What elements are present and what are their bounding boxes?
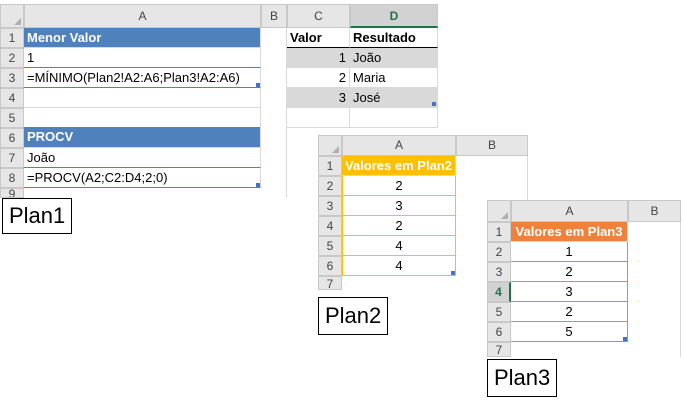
plan2-cell-a1[interactable]: Valores em Plan2	[342, 156, 456, 176]
plan1-row-header-4[interactable]: 4	[0, 88, 24, 108]
plan2-cell-a3[interactable]: 3	[342, 196, 456, 216]
plan1-row-header-7[interactable]: 7	[0, 148, 24, 168]
plan3-cell-b-column[interactable]	[628, 222, 681, 357]
plan3-cell-a2[interactable]: 1	[511, 242, 628, 262]
plan1-cell-d1[interactable]: Resultado	[350, 28, 438, 48]
plan3-col-header-b[interactable]: B	[628, 200, 681, 222]
plan2-row-header-5[interactable]: 5	[318, 236, 342, 256]
plan2-row-header-4[interactable]: 4	[318, 216, 342, 236]
plan3-row-header-7[interactable]: 7	[487, 342, 511, 357]
plan1-row-header-5[interactable]: 5	[0, 108, 24, 128]
plan1-cell-a3[interactable]: =MÍNIMO(Plan2!A2:A6;Plan3!A2:A6)	[24, 68, 261, 88]
plan1-cell-d3[interactable]: Maria	[350, 68, 438, 88]
plan1-row-header-6[interactable]: 6	[0, 128, 24, 148]
plan1-cell-c3[interactable]: 2	[287, 68, 350, 88]
plan3-select-all-corner[interactable]	[487, 200, 511, 222]
plan2-table-resize-handle[interactable]	[451, 271, 455, 275]
plan2-row-header-2[interactable]: 2	[318, 176, 342, 196]
plan1-col-header-d[interactable]: D	[350, 4, 438, 28]
plan1-table2-resize-handle[interactable]	[256, 183, 260, 187]
plan1-cell-a2[interactable]: 1	[24, 48, 261, 68]
plan1-cell-d5[interactable]	[350, 108, 438, 128]
plan2-select-all-corner[interactable]	[318, 135, 342, 156]
plan3-row-header-2[interactable]: 2	[487, 242, 511, 262]
plan3-row-header-4[interactable]: 4	[487, 282, 511, 302]
plan3-cell-a5[interactable]: 2	[511, 302, 628, 322]
plan1-cell-d4[interactable]: José	[350, 88, 438, 108]
plan1-label: Plan1	[2, 198, 73, 234]
plan1-cell-c5[interactable]	[287, 108, 350, 128]
plan1-row-header-1[interactable]: 1	[0, 28, 24, 48]
plan2-row-header-7[interactable]: 7	[318, 276, 342, 290]
plan1-select-all-corner[interactable]	[0, 4, 24, 28]
plan1-cd-table-resize-handle[interactable]	[432, 102, 436, 106]
plan3-cell-a4[interactable]: 3	[511, 282, 628, 302]
plan1-cell-a7[interactable]: João	[24, 148, 261, 168]
plan1-col-header-a[interactable]: A	[24, 4, 261, 28]
plan1-cell-a5[interactable]	[24, 108, 261, 128]
plan1-cell-b-column[interactable]	[261, 28, 287, 198]
plan1-cell-a6[interactable]: PROCV	[24, 127, 261, 148]
plan2-row-header-6[interactable]: 6	[318, 256, 342, 276]
plan1-cell-a4[interactable]	[24, 88, 261, 108]
plan3-cell-a6[interactable]: 5	[511, 322, 628, 342]
plan1-row-header-8[interactable]: 8	[0, 168, 24, 188]
plan3-table-resize-handle[interactable]	[623, 337, 627, 341]
plan2-col-header-b[interactable]: B	[456, 135, 528, 156]
plan1-table-resize-handle[interactable]	[256, 83, 260, 87]
plan1-cell-a8[interactable]: =PROCV(A2;C2:D4;2;0)	[24, 168, 261, 188]
plan1-col-header-b[interactable]: B	[261, 4, 287, 28]
plan3-row-header-1[interactable]: 1	[487, 222, 511, 242]
plan2-row-header-1[interactable]: 1	[318, 156, 342, 176]
plan3-label: Plan3	[487, 359, 558, 397]
plan1-cell-d2[interactable]: João	[350, 48, 438, 68]
plan3-cell-a1[interactable]: Valores em Plan3	[511, 222, 628, 242]
plan3-row-header-3[interactable]: 3	[487, 262, 511, 282]
plan3-row-header-6[interactable]: 6	[487, 322, 511, 342]
plan2-cell-a2[interactable]: 2	[342, 176, 456, 196]
plan2-cell-a4[interactable]: 2	[342, 216, 456, 236]
plan1-row-header-9[interactable]: 9	[0, 188, 24, 198]
plan2-cell-a5[interactable]: 4	[342, 236, 456, 256]
plan1-row-header-2[interactable]: 2	[0, 48, 24, 68]
plan1-col-header-c[interactable]: C	[287, 4, 350, 28]
plan3-col-header-a[interactable]: A	[511, 200, 628, 222]
plan2-row-header-3[interactable]: 3	[318, 196, 342, 216]
plan1-cell-c1[interactable]: Valor	[287, 28, 350, 48]
plan2-label: Plan2	[318, 297, 389, 335]
plan1-cell-c2[interactable]: 1	[287, 48, 350, 68]
plan3-cell-a3[interactable]: 2	[511, 262, 628, 282]
plan1-row-header-3[interactable]: 3	[0, 68, 24, 88]
plan2-cell-a6[interactable]: 4	[342, 256, 456, 276]
plan3-row-header-5[interactable]: 5	[487, 302, 511, 322]
plan2-col-header-a[interactable]: A	[342, 135, 456, 156]
plan1-cell-a1[interactable]: Menor Valor	[24, 28, 261, 48]
plan1-cell-c4[interactable]: 3	[287, 88, 350, 108]
